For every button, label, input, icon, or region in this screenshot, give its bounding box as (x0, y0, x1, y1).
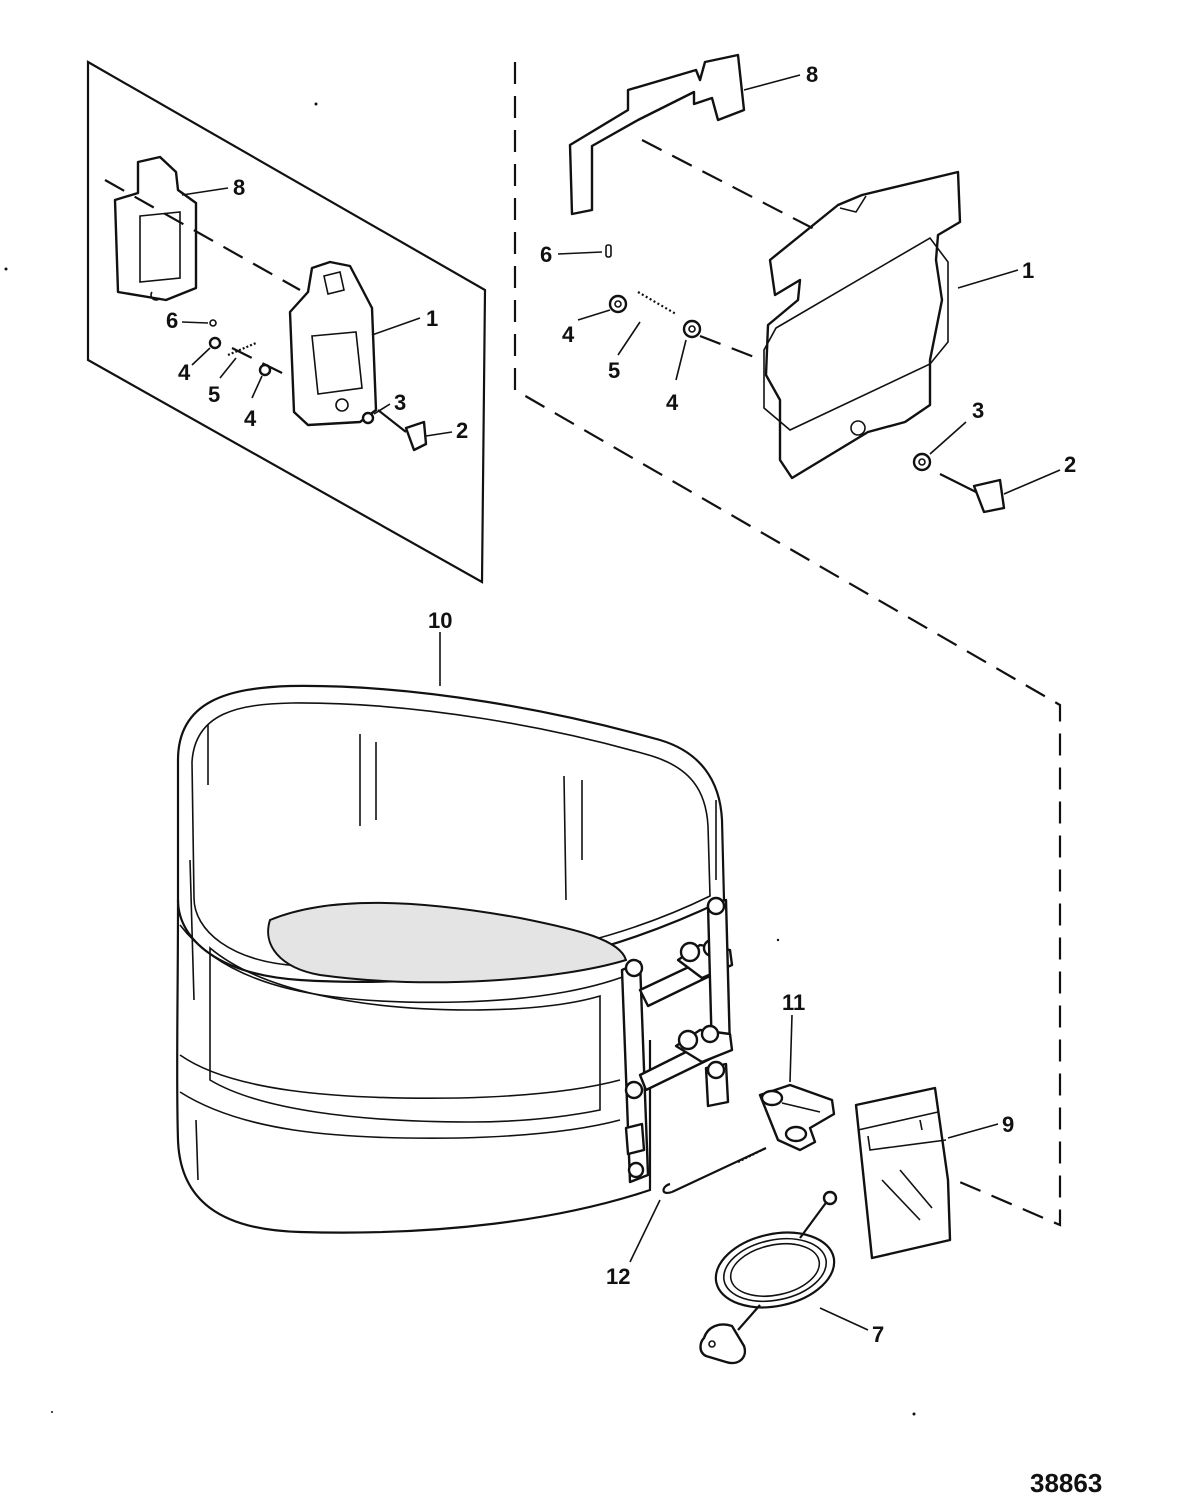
main-leader-4a (577, 309, 611, 321)
main-callout-3: 3 (972, 398, 984, 423)
rope-part-7 (699, 1190, 838, 1365)
main-small-parts (605, 244, 1006, 514)
inset-callout-1: 1 (426, 306, 438, 331)
callout-7: 7 (872, 1322, 884, 1347)
inset-callout-6: 6 (166, 308, 178, 333)
inset-leader-2 (425, 431, 453, 437)
latch-part-11 (758, 1083, 836, 1152)
main-bracket-part-8 (568, 53, 746, 216)
hook-rod-part-12 (662, 1147, 767, 1194)
inset-small-parts (208, 319, 428, 452)
main-leader-8 (743, 74, 801, 91)
latch-hardware (620, 896, 734, 1184)
inset-callout-2: 2 (456, 418, 468, 443)
main-upper-assembly: 8 6 4 5 4 1 3 2 (513, 53, 1076, 1227)
inset-border (86, 60, 487, 584)
main-guide-line-a (641, 139, 821, 233)
leader-9 (947, 1123, 999, 1139)
callout-10: 10 (428, 608, 452, 633)
leader-11 (789, 1014, 793, 1083)
main-dashed-frame (513, 62, 1062, 1227)
bag-part-9 (854, 1086, 952, 1260)
main-callout-6: 6 (540, 242, 552, 267)
main-callout-8: 8 (806, 62, 818, 87)
inset-callout-3: 3 (394, 390, 406, 415)
leader-7 (819, 1307, 869, 1331)
inset-guide-line-a (104, 179, 301, 291)
main-cover-part-1 (763, 170, 962, 480)
main-callout-4b: 4 (666, 390, 679, 415)
inset-callout-4a: 4 (178, 360, 191, 385)
main-callout-4a: 4 (562, 322, 575, 347)
figure-number: 38863 (1030, 1468, 1102, 1498)
main-callout-2: 2 (1064, 452, 1076, 477)
callout-9: 9 (1002, 1112, 1014, 1137)
main-callout-5: 5 (608, 358, 620, 383)
inset-callout-4b: 4 (244, 406, 257, 431)
inset-leader-5 (219, 357, 237, 379)
main-leader-1 (957, 269, 1019, 289)
inset-leader-4b (251, 375, 263, 399)
main-callout-1: 1 (1022, 258, 1034, 283)
inset-guide-line-b (231, 347, 293, 379)
inset-leader-1 (371, 317, 421, 336)
inset-panel: 8 1 6 4 5 4 3 2 (86, 60, 487, 584)
inset-leader-6 (181, 321, 209, 324)
inset-callout-5: 5 (208, 382, 220, 407)
inset-cover-part-1 (288, 260, 378, 427)
main-leader-5 (617, 321, 641, 356)
inset-callout-8: 8 (233, 175, 245, 200)
inset-leader-8 (181, 187, 229, 196)
leader-12 (629, 1199, 661, 1263)
main-leader-4b (675, 339, 687, 381)
inset-leader-4a (191, 347, 211, 366)
main-leader-6 (557, 251, 603, 255)
lower-assembly: 10 11 9 12 7 (176, 608, 1014, 1365)
main-guide-line-b (699, 334, 763, 362)
inset-bracket-part-8 (113, 155, 198, 302)
inset-leader-3 (373, 403, 391, 415)
main-leader-2 (1003, 469, 1061, 495)
callout-11: 11 (782, 990, 805, 1015)
callout-12: 12 (606, 1264, 630, 1289)
main-leader-3 (929, 421, 967, 455)
wrap-band-part-10 (176, 684, 726, 1234)
scan-specks (4, 102, 916, 1416)
